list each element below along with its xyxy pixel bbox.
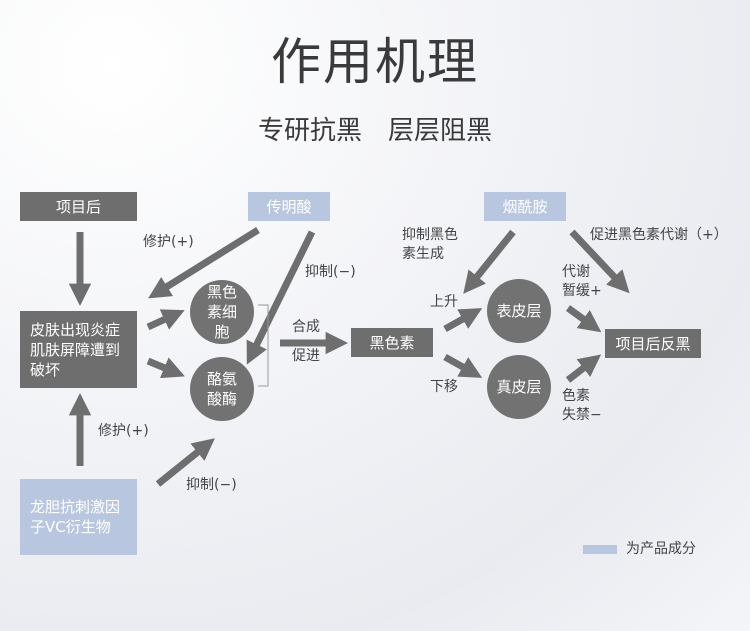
arrow-skin-to-melanocyte [146, 309, 185, 331]
label-inhibit-1: 抑制(−) [305, 264, 356, 280]
legend-label: 为产品成分 [626, 541, 696, 557]
rebound-box: 项目后反黑 [605, 329, 701, 358]
after-project-box: 项目后 [20, 192, 137, 221]
tyrosinase-circle: 酪氨酸酶 [190, 357, 254, 421]
arrow-dermis-to-rebound [565, 354, 602, 383]
arrow-niacinamide-inhibit [463, 229, 516, 294]
arrow-tranexamic-inhibit [246, 230, 316, 365]
label-metabolism-delay: 代谢 暂缓+ [562, 264, 602, 299]
arrow-melanin-to-dermis [443, 353, 483, 378]
melanin-box: 黑色素 [351, 328, 433, 357]
bracket [258, 304, 269, 387]
label-repair-1: 修护(+) [143, 234, 194, 250]
label-promote-metabolism: 促进黑色素代谢（+） [590, 227, 728, 243]
page-title: 作用机理 [271, 33, 479, 91]
arrow-skin-to-tyrosinase [146, 357, 185, 379]
tranexamic-acid-box: 传明酸 [248, 192, 330, 221]
page-subtitle: 专研抗黑 层层阻黑 [257, 116, 492, 146]
arrow-tranexamic-repair [148, 227, 260, 299]
label-inhibit-2: 抑制(−) [186, 477, 237, 493]
label-rise: 上升 [430, 294, 458, 310]
gentian-vc-box: 龙胆抗刺激因子VC衍生物 [20, 479, 137, 555]
epidermis-circle: 表皮层 [487, 279, 551, 343]
legend-swatch [583, 545, 617, 554]
label-sink: 下移 [430, 379, 458, 395]
arrow-melanin-to-epidermis [443, 308, 483, 333]
label-promote: 促进 [292, 348, 320, 364]
dermis-circle: 真皮层 [487, 355, 551, 419]
niacinamide-box: 烟酰胺 [484, 192, 566, 221]
arrow-epidermis-to-rebound [565, 305, 602, 333]
label-pigment-incontinence: 色素 失禁− [562, 388, 602, 423]
arrow-gentian-inhibit [155, 438, 215, 487]
arrow-niacinamide-promote [569, 229, 630, 294]
label-inhibit-melanin: 抑制黑色 素生成 [402, 227, 458, 262]
label-synthesis: 合成 [292, 319, 320, 335]
label-repair-2: 修护(+) [98, 423, 149, 439]
melanocyte-circle: 黑色素细胞 [190, 280, 254, 344]
skin-inflammation-box: 皮肤出现炎症肌肤屏障遭到破坏 [20, 311, 137, 388]
